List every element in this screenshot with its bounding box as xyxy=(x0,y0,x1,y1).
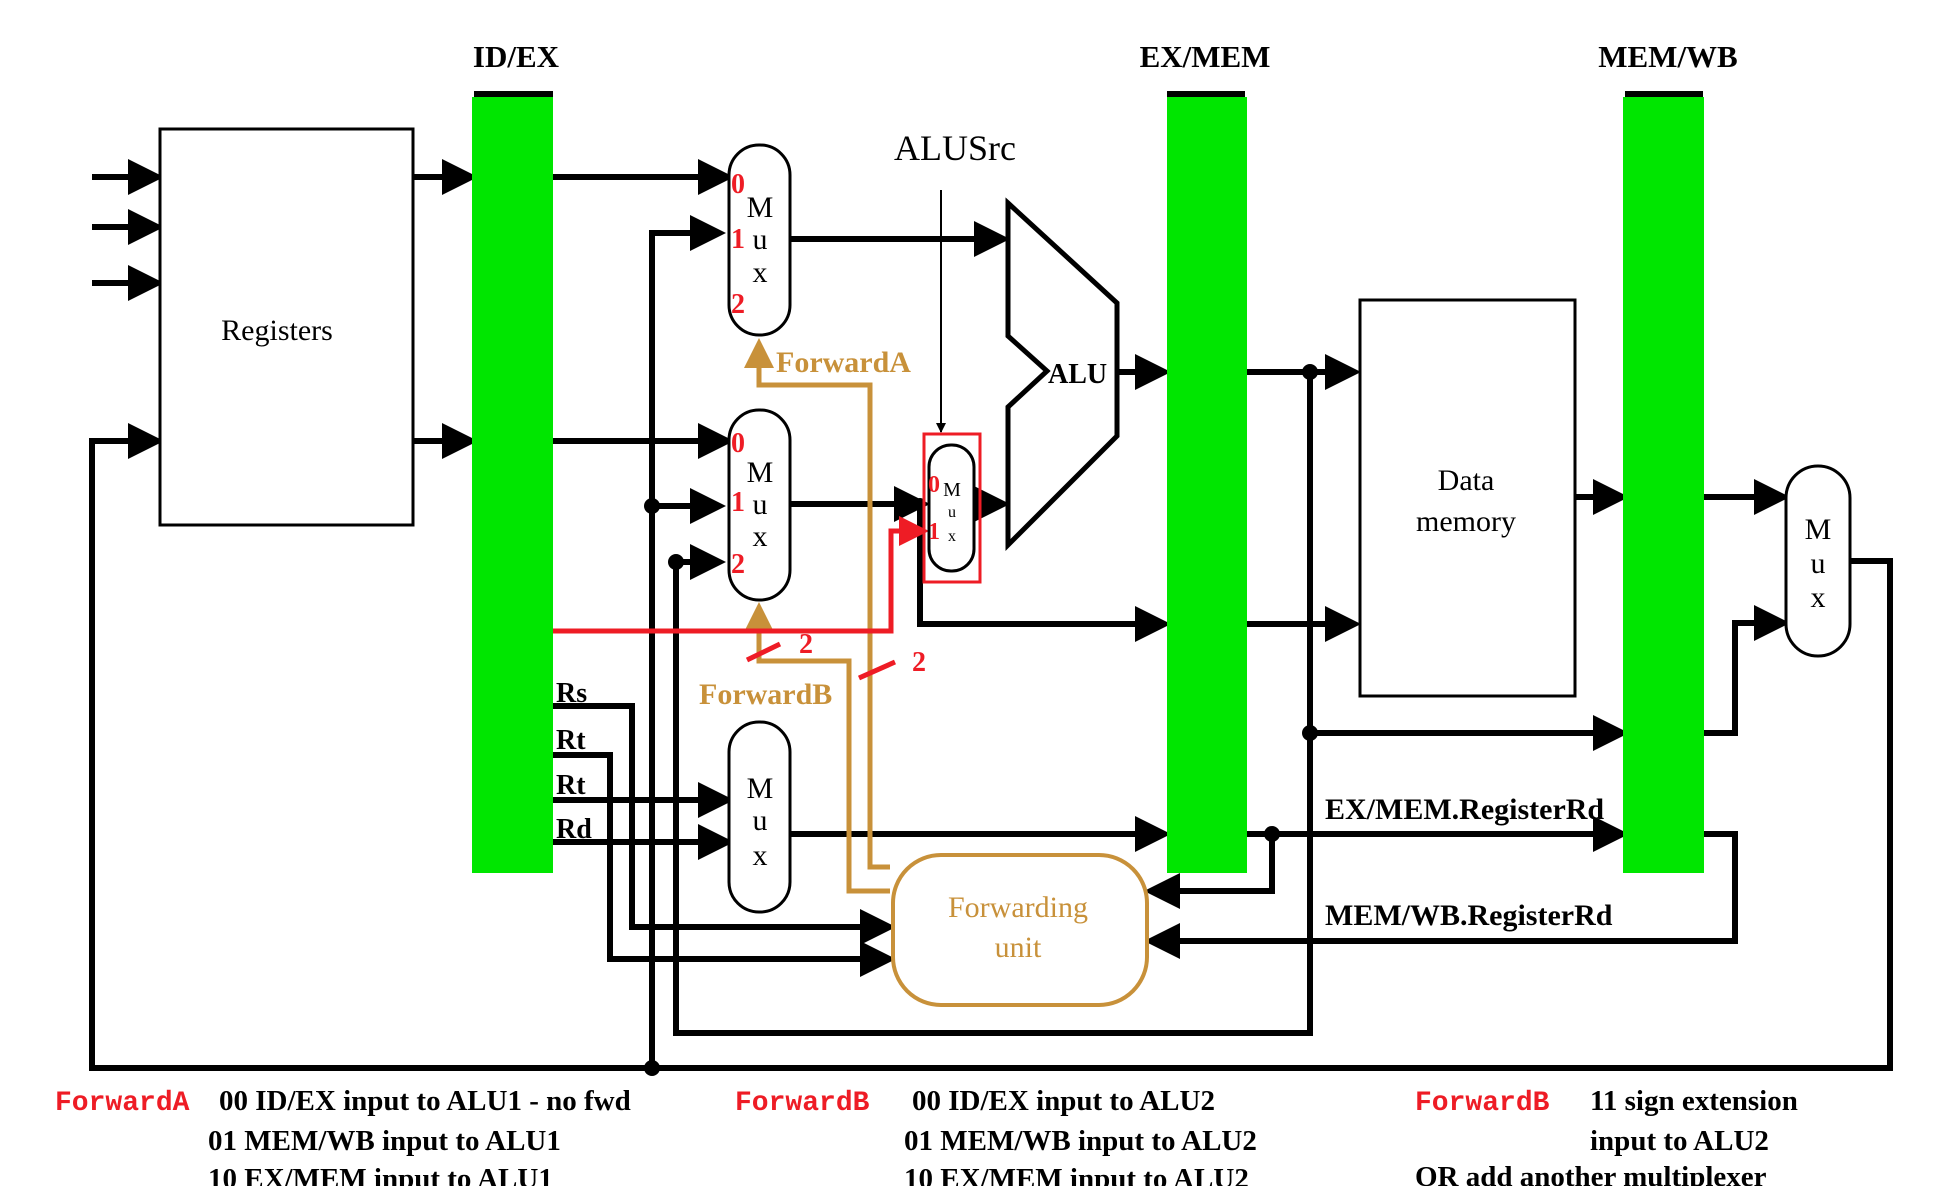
mux-b-input-1: 1 xyxy=(731,487,745,518)
forwarding-unit-label-2: unit xyxy=(995,931,1042,964)
rt-label-1: Rt xyxy=(556,725,586,756)
alusrc-label: ALUSrc xyxy=(894,128,1016,168)
ex-mem-registerrd-label: EX/MEM.RegisterRd xyxy=(1325,793,1604,826)
mux-alusrc-u: u xyxy=(948,504,956,521)
mux-forward-b: M u x 0 1 2 xyxy=(727,408,792,602)
id-ex-label: ID/EX xyxy=(473,39,560,74)
mux-alusrc-input-0: 0 xyxy=(928,472,940,498)
legend-forwardb: ForwardB 00 ID/EX input to ALU2 01 MEM/W… xyxy=(735,1085,1257,1186)
mux-b-input-2: 2 xyxy=(731,549,745,580)
legend-forwardb-key: ForwardB xyxy=(735,1088,870,1119)
data-memory-label-2: memory xyxy=(1416,505,1516,538)
forwarding-unit: Forwarding unit xyxy=(891,853,1149,1007)
mux-b-u: u xyxy=(753,488,768,521)
legend-forwardb-ext-line-3: OR add another multiplexer xyxy=(1415,1161,1767,1186)
mux-wb-m: M xyxy=(1805,513,1832,546)
registers-block: Registers xyxy=(158,127,415,527)
mux-a-input-0: 0 xyxy=(731,169,745,200)
data-memory-label-1: Data xyxy=(1438,464,1495,497)
legend-forwarda: ForwardA 00 ID/EX input to ALU1 - no fwd… xyxy=(55,1085,631,1186)
mux-a-u: u xyxy=(753,223,768,256)
mux-a-m: M xyxy=(747,191,774,224)
forwarding-unit-label-1: Forwarding xyxy=(948,891,1088,924)
mux-wb-u: u xyxy=(1811,547,1826,580)
legend-forwarda-key: ForwardA xyxy=(55,1088,190,1119)
forward-b-label: ForwardB xyxy=(699,678,832,711)
legend-forwarda-line-2: 01 MEM/WB input to ALU1 xyxy=(208,1125,561,1157)
mux-b-x: x xyxy=(753,520,768,553)
mux-alusrc-x: x xyxy=(948,528,956,545)
mux-regdst-x: x xyxy=(753,839,768,872)
mux-b-m: M xyxy=(747,456,774,489)
mux-a-input-1: 1 xyxy=(731,224,745,255)
mux-a-input-2: 2 xyxy=(731,289,745,320)
annotation-wires xyxy=(553,516,929,681)
legend-forwardb-line-2: 01 MEM/WB input to ALU2 xyxy=(904,1125,1257,1157)
mux-wb-x: x xyxy=(1811,581,1826,614)
mux-regdst-u: u xyxy=(753,804,768,837)
mux-regdst: M u x xyxy=(727,720,792,914)
pipeline-register-id-ex: ID/EX xyxy=(472,39,560,873)
rd-label: Rd xyxy=(556,814,592,845)
bus-width-label-1: 2 xyxy=(799,629,813,660)
data-memory: Data memory xyxy=(1358,298,1577,698)
legend-forwardb-ext-line-1: 11 sign extension xyxy=(1590,1085,1798,1117)
mux-a-x: x xyxy=(753,256,768,289)
alu: ALU xyxy=(1005,197,1120,552)
legend-forwardb-line-3: 10 EX/MEM input to ALU2 xyxy=(904,1163,1249,1186)
legend-forwarda-line-1: 00 ID/EX input to ALU1 - no fwd xyxy=(219,1085,631,1117)
legend-forwardb-line-1: 00 ID/EX input to ALU2 xyxy=(912,1085,1215,1117)
mux-alusrc: M u x 0 1 xyxy=(922,432,982,584)
ex-mem-label: EX/MEM xyxy=(1140,39,1271,74)
mux-alusrc-m: M xyxy=(943,479,961,501)
mux-forward-a: M u x 0 1 2 xyxy=(727,143,792,337)
rs-label: Rs xyxy=(556,678,587,709)
bus-width-label-2: 2 xyxy=(912,647,926,678)
forwarding-control-wires xyxy=(744,338,890,894)
legend-forwardb-extension: ForwardB 11 sign extension input to ALU2… xyxy=(1415,1085,1798,1186)
mux-regdst-m: M xyxy=(747,772,774,805)
legend-forwardb-ext-line-2: input to ALU2 xyxy=(1590,1125,1769,1157)
mux-writeback: M u x xyxy=(1784,464,1852,658)
pipeline-register-ex-mem: EX/MEM xyxy=(1140,39,1271,873)
rt-label-2: Rt xyxy=(556,770,586,801)
mux-b-input-0: 0 xyxy=(731,428,745,459)
mux-alusrc-input-1: 1 xyxy=(928,519,940,545)
legend-forwardb-ext-key: ForwardB xyxy=(1415,1088,1550,1119)
pipeline-register-mem-wb: MEM/WB xyxy=(1598,39,1738,873)
legend-forwarda-line-3: 10 EX/MEM input to ALU1 xyxy=(208,1163,553,1186)
registers-label: Registers xyxy=(221,314,333,347)
mem-wb-registerrd-label: MEM/WB.RegisterRd xyxy=(1325,899,1613,932)
forward-a-label: ForwardA xyxy=(776,346,911,379)
mem-wb-label: MEM/WB xyxy=(1598,39,1738,74)
alu-label: ALU xyxy=(1048,359,1107,390)
